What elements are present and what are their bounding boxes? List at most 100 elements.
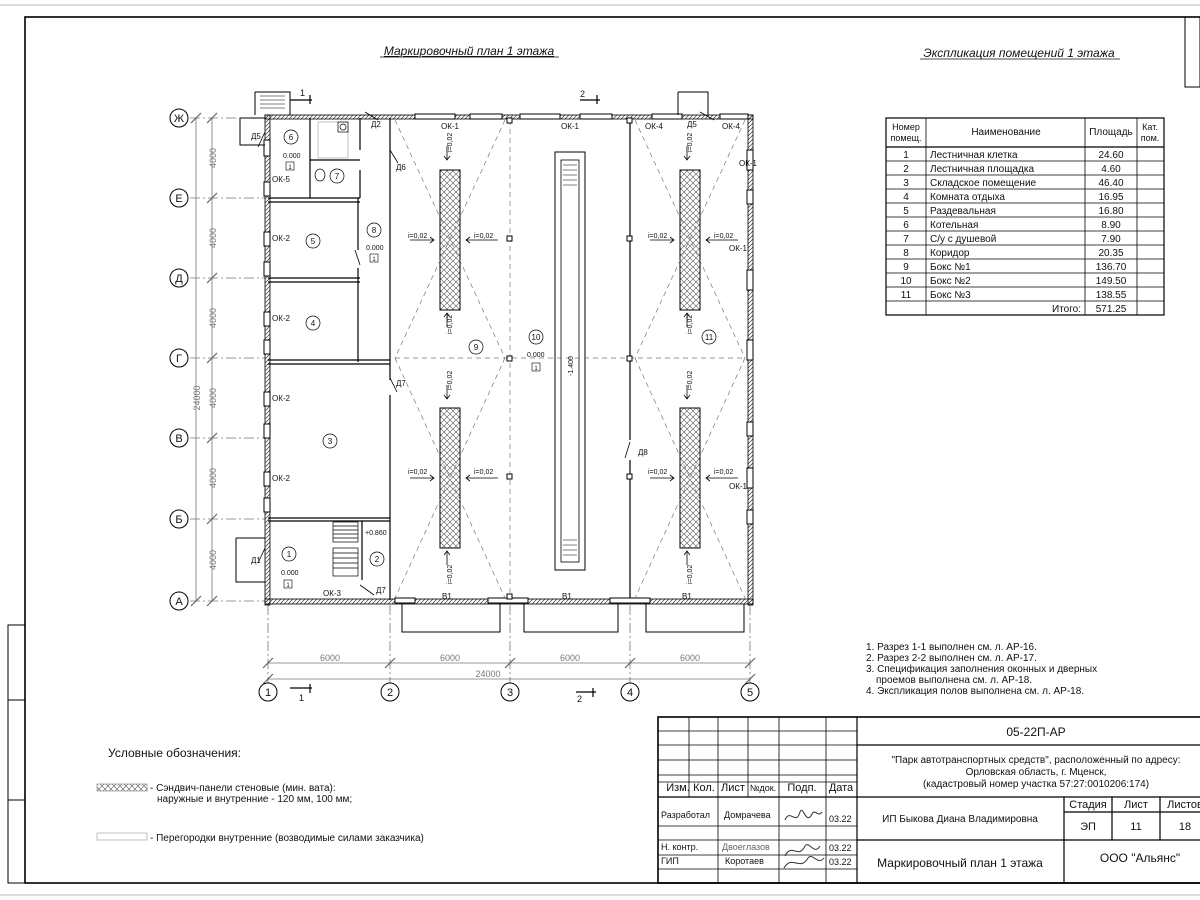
signature-norm-control bbox=[784, 844, 821, 857]
section-marks bbox=[290, 95, 600, 697]
document-code: 05-22П-АР bbox=[1006, 725, 1065, 739]
svg-text:1: 1 bbox=[286, 583, 290, 589]
svg-text:24.60: 24.60 bbox=[1098, 150, 1123, 161]
svg-text:136.70: 136.70 bbox=[1096, 262, 1127, 273]
table-row: 9 Бокс №1 136.70 bbox=[903, 262, 1127, 273]
legend-item-1-line-1: - Сэндвич-панели стеновые (мин. вата): bbox=[150, 783, 336, 794]
svg-text:Д5: Д5 bbox=[687, 120, 697, 129]
svg-text:5: 5 bbox=[747, 687, 753, 699]
total-value: 571.25 bbox=[1096, 304, 1127, 315]
legend: Условные обозначения: - Сэндвич-панели с… bbox=[96, 746, 424, 844]
svg-text:В: В bbox=[175, 433, 182, 445]
svg-text:Лестничная клетка: Лестничная клетка bbox=[930, 150, 1018, 161]
svg-text:0.000: 0.000 bbox=[366, 245, 384, 252]
col-num-header-2: помещ. bbox=[891, 133, 922, 143]
axis-row-d: Д bbox=[169, 268, 189, 288]
col-kol: Кол. bbox=[693, 782, 715, 794]
gate-aprons bbox=[235, 91, 745, 633]
sheet-name: Маркировочный план 1 этажа bbox=[877, 856, 1043, 870]
note-1: 1. Разрез 1-1 выполнен см. л. АР-16. bbox=[866, 642, 1037, 653]
svg-text:С/у с душевой: С/у с душевой bbox=[930, 234, 996, 245]
date-norm-control: 03.22 bbox=[829, 843, 852, 853]
section-1-top: 1 bbox=[300, 88, 305, 98]
svg-text:16.80: 16.80 bbox=[1098, 206, 1123, 217]
title-block: Изм. Кол. Лист №док. Подп. Дата Разработ… bbox=[657, 716, 1200, 884]
name-chief-engineer: Коротаев bbox=[725, 856, 764, 866]
project-line-3: (кадастровый номер участка 57:27:0010206… bbox=[923, 779, 1149, 790]
table-row: 10 Бокс №2 149.50 bbox=[900, 276, 1126, 287]
svg-text:7: 7 bbox=[335, 172, 340, 181]
col-podp: Подп. bbox=[787, 782, 816, 794]
role-chief-engineer: ГИП bbox=[661, 856, 679, 866]
svg-text:1: 1 bbox=[288, 165, 292, 171]
signature-developer bbox=[784, 809, 823, 821]
sheet-label: Лист bbox=[1124, 799, 1148, 811]
svg-text:В1: В1 bbox=[442, 592, 452, 601]
svg-text:i=0,02: i=0,02 bbox=[687, 133, 694, 152]
svg-text:3: 3 bbox=[328, 437, 333, 446]
section-1-bottom: 1 bbox=[299, 693, 304, 703]
svg-text:Д: Д bbox=[175, 273, 183, 285]
axis-row-a: А bbox=[169, 591, 189, 611]
axis-row-b: Б bbox=[169, 509, 189, 529]
svg-text:-1.400: -1.400 bbox=[568, 356, 575, 376]
svg-text:ОК-3: ОК-3 bbox=[323, 589, 342, 598]
note-4: 4. Экспликация полов выполнена см. л. АР… bbox=[866, 686, 1084, 697]
stage-label: Стадия bbox=[1069, 799, 1107, 811]
sheets-label: Листов bbox=[1167, 799, 1200, 811]
room-3: 3 bbox=[322, 433, 338, 449]
role-norm-control: Н. контр. bbox=[661, 842, 698, 852]
name-norm-control: Двоеглазов bbox=[722, 842, 770, 852]
svg-text:2: 2 bbox=[903, 164, 909, 175]
legend-item-1-line-2: наружные и внутренние - 120 мм, 100 мм; bbox=[157, 794, 352, 805]
svg-text:ОК-1: ОК-1 bbox=[729, 482, 748, 491]
section-2-bottom: 2 bbox=[577, 694, 582, 704]
svg-text:Бокс №1: Бокс №1 bbox=[930, 262, 971, 273]
axis-row-g: Г bbox=[169, 348, 189, 368]
room-11: 11 bbox=[701, 329, 717, 345]
notes: 1. Разрез 1-1 выполнен см. л. АР-16. 2. … bbox=[866, 642, 1097, 697]
svg-text:8: 8 bbox=[903, 248, 909, 259]
column-dimensions: 6000 6000 6000 6000 24000 bbox=[320, 653, 700, 679]
svg-text:Бокс №3: Бокс №3 bbox=[930, 290, 971, 301]
legend-partition-swatch bbox=[96, 832, 148, 841]
svg-text:+0.860: +0.860 bbox=[365, 530, 387, 537]
svg-text:8: 8 bbox=[372, 226, 377, 235]
date-developer: 03.22 bbox=[829, 814, 852, 824]
svg-text:В1: В1 bbox=[682, 592, 692, 601]
total-label: Итого: bbox=[1052, 304, 1081, 315]
svg-text:Ж: Ж bbox=[174, 113, 184, 125]
svg-text:Е: Е bbox=[175, 193, 182, 205]
role-developer: Разработал bbox=[661, 810, 710, 820]
svg-text:i=0,02: i=0,02 bbox=[648, 469, 667, 476]
svg-text:20.35: 20.35 bbox=[1098, 248, 1123, 259]
svg-text:ОК-1: ОК-1 bbox=[729, 244, 748, 253]
svg-text:i=0,02: i=0,02 bbox=[447, 371, 454, 390]
svg-text:ОК-2: ОК-2 bbox=[272, 314, 291, 323]
svg-text:Д7: Д7 bbox=[396, 379, 406, 388]
note-3: 3. Спецификация заполнения оконных и две… bbox=[866, 663, 1097, 675]
svg-text:4: 4 bbox=[311, 319, 316, 328]
svg-text:ОК-4: ОК-4 bbox=[722, 122, 741, 131]
svg-text:24000: 24000 bbox=[192, 385, 202, 410]
table-row: 11 Бокс №3 138.55 bbox=[901, 290, 1127, 301]
svg-text:Складское помещение: Складское помещение bbox=[930, 178, 1037, 189]
svg-text:9: 9 bbox=[474, 343, 479, 352]
svg-text:i=0,02: i=0,02 bbox=[447, 133, 454, 152]
door-labels: Д5 Д2 Д6 Д7 Д7 Д8 Д1 Д5 bbox=[251, 120, 697, 595]
table-row: 8 Коридор 20.35 bbox=[903, 248, 1124, 259]
svg-text:6000: 6000 bbox=[320, 653, 340, 663]
col-list: Лист bbox=[721, 782, 745, 794]
svg-text:4000: 4000 bbox=[208, 308, 218, 328]
inner-walls bbox=[268, 118, 631, 600]
date-chief-engineer: 03.22 bbox=[829, 857, 852, 867]
svg-text:10: 10 bbox=[900, 276, 912, 287]
svg-text:0.000: 0.000 bbox=[527, 352, 545, 359]
svg-text:ОК-4: ОК-4 bbox=[645, 122, 664, 131]
signature-chief-engineer bbox=[783, 856, 825, 869]
svg-text:i=0,02: i=0,02 bbox=[648, 233, 667, 240]
svg-text:16.95: 16.95 bbox=[1098, 192, 1123, 203]
svg-text:i=0,02: i=0,02 bbox=[714, 469, 733, 476]
svg-text:1: 1 bbox=[287, 550, 292, 559]
